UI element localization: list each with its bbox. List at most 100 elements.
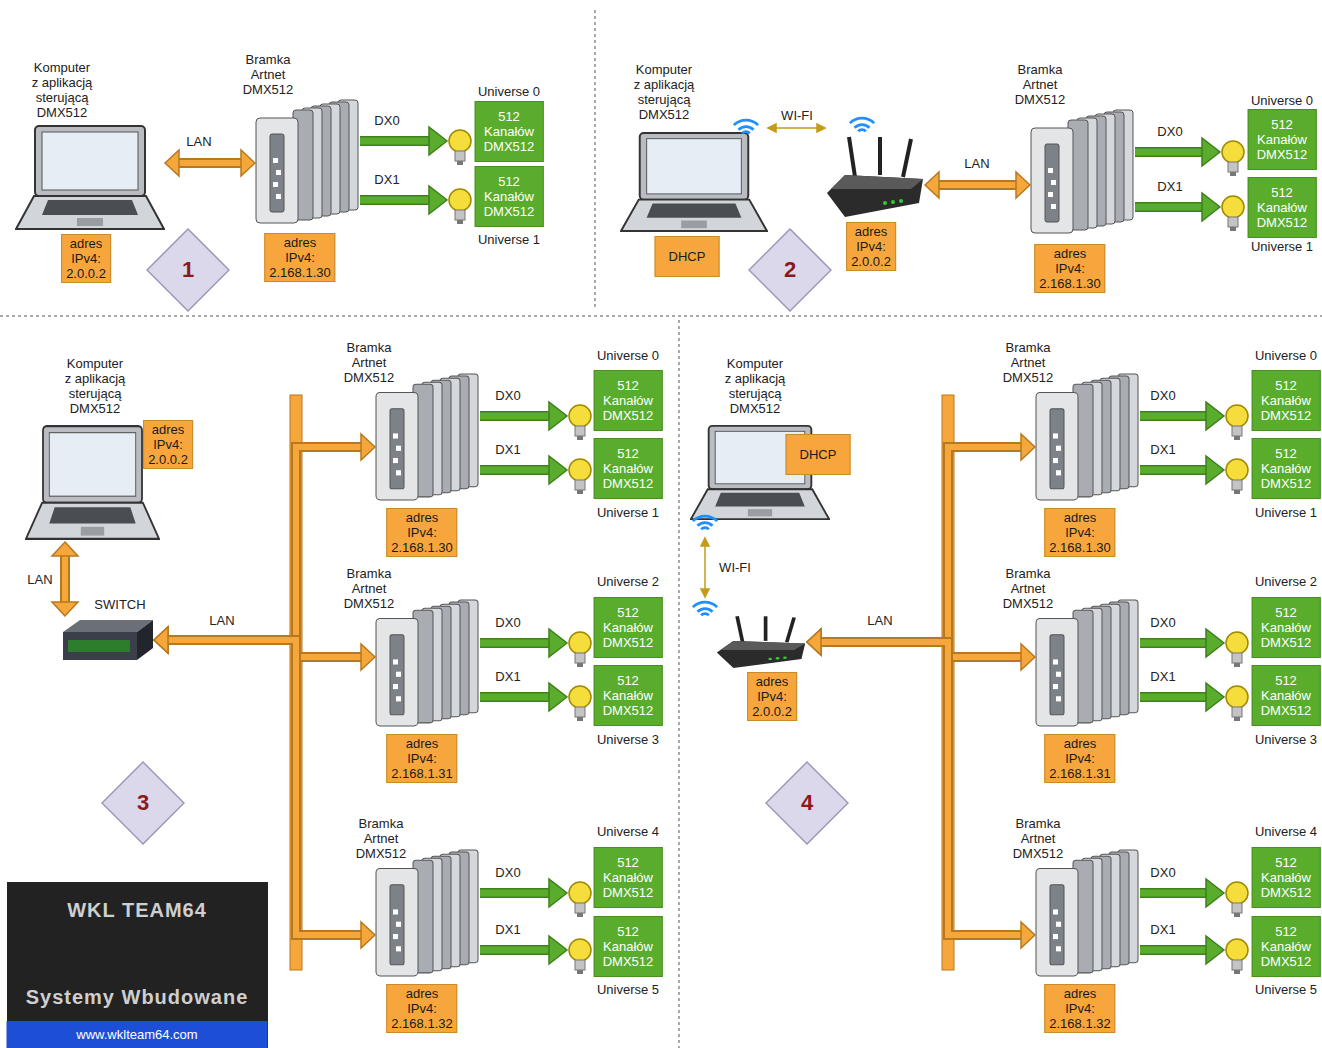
connection-label: DX1 [1155,179,1184,194]
dmx-arrow [1135,193,1220,221]
diamond-outline [147,229,229,311]
laptop-icon [26,426,159,539]
arrow-outline [1140,465,1210,475]
arrow-head [1206,629,1224,657]
lan-arrow [154,627,375,670]
dmx-arrow [1135,138,1220,166]
bulb-icon [1222,141,1244,176]
arrow-outline [360,195,433,205]
computer-node: Komputer z aplikacją sterującą DMX512DHC… [620,132,768,232]
universe-label: Universe 1 [1251,239,1313,254]
channel-box: 512 Kanałów DMX512 [594,847,663,908]
connection-label: DX1 [1148,442,1177,457]
universe-label: Universe 3 [597,732,659,747]
arrow-body [176,160,244,166]
connection-label: LAN [962,156,991,171]
arrow-body [818,642,1024,935]
gateway-icon [376,374,478,500]
arrow-head [241,150,255,176]
dmx-arrow [360,186,447,214]
arrow-head [361,922,375,948]
ip-address-tag: adres IPv4: 2.168.1.32 [1044,984,1115,1033]
ip-address-tag: adres IPv4: 2.168.1.30 [264,233,335,282]
arrow-head [701,589,709,597]
channel-box: 512 Kanałów DMX512 [594,438,663,499]
universe-node: Universe 4512 Kanałów DMX512 [1224,862,1320,924]
arrow-body [1140,467,1210,474]
device-heading: Komputer z aplikacją sterującą DMX512 [63,356,127,416]
channel-box: 512 Kanałów DMX512 [1248,109,1317,170]
bulb-icon [1226,939,1248,974]
arrow-head [807,629,821,655]
arrow-outline [1135,202,1206,212]
ip-address-tag: adres IPv4: 2.168.1.30 [1034,244,1105,293]
arrow-body [704,544,706,590]
dmx-arrow [1140,879,1224,907]
arrow-outline [1140,411,1210,421]
dmx-arrow [1140,629,1224,657]
ip-address-tag: adres IPv4: 2.0.0.2 [61,234,111,283]
device-heading: Bramka Artnet DMX512 [1013,816,1064,861]
universe-label: Universe 3 [1255,732,1317,747]
arrow-body [360,197,433,204]
arrow-head [1206,936,1224,964]
bulb-icons [449,130,1248,974]
diamond-outline [749,229,831,311]
arrow-body [1135,149,1206,156]
panel-diamond: 1 [146,228,230,312]
channel-box: 512 Kanałów DMX512 [1248,177,1317,238]
channel-box: 512 Kanałów DMX512 [1252,597,1321,658]
connection-label: DX1 [1148,922,1177,937]
connection-label: DX0 [1155,124,1184,139]
arrow-outline [1140,888,1210,898]
universe-node: 512 Kanałów DMX512Universe 3 [1224,666,1320,728]
connection-label: DX0 [493,865,522,880]
arrow-body [774,127,818,129]
arrow-head [817,124,825,132]
universe-node: 512 Kanałów DMX512Universe 1 [1224,439,1320,501]
arrow-head [52,602,78,616]
diamond-outline [102,762,184,844]
arrow-head [1021,644,1035,670]
arrow-head [549,402,567,430]
arrow-body [936,182,1019,188]
universe-node: 512 Kanałów DMX512Universe 1 [1220,176,1316,238]
arrow-head [1202,193,1220,221]
arrow-outline [1140,692,1210,702]
universe-label: Universe 0 [1255,348,1317,363]
universe-node: Universe 0512 Kanałów DMX512 [1220,121,1316,183]
universe-node: Universe 0512 Kanałów DMX512 [447,110,543,172]
device-heading: Bramka Artnet DMX512 [356,816,407,861]
arrow-outline [480,945,553,955]
arrow-outline [165,447,364,640]
dmx-arrow [360,127,447,155]
switch-node: SWITCH [62,618,154,662]
universe-label: Universe 0 [1251,93,1313,108]
router-icon [827,137,923,217]
arrow-body [480,413,553,420]
logo-url: www.wklteam64.com [7,1021,268,1048]
arrow-body [480,640,553,647]
connection-label: DX0 [372,113,401,128]
gateway-node: Bramka Artnet DMX512adres IPv4: 2.168.1.… [1035,848,1140,978]
lan-arrow [807,629,1035,948]
connection-label: DX0 [493,388,522,403]
arrow-head [1206,683,1224,711]
ip-address-tag: adres IPv4: 2.0.0.2 [143,420,193,469]
device-heading: Komputer z aplikacją sterującą DMX512 [30,60,94,120]
wifi-icon [693,516,717,529]
panel-separator [0,10,1322,1048]
gateway-icon [1036,374,1138,500]
connection-label: DX0 [1148,615,1177,630]
channel-box: 512 Kanałów DMX512 [594,370,663,431]
laptop-icon [621,133,767,231]
channel-box: 512 Kanałów DMX512 [1252,370,1321,431]
arrow-body [818,447,1024,642]
panel-diamond: 3 [101,761,185,845]
arrow-head [361,644,375,670]
arrow-head [549,936,567,964]
arrow-head [52,542,78,556]
device-heading: Bramka Artnet DMX512 [344,340,395,385]
arrow-head [925,172,939,198]
gateway-node: Bramka Artnet DMX512adres IPv4: 2.168.1.… [255,98,360,225]
